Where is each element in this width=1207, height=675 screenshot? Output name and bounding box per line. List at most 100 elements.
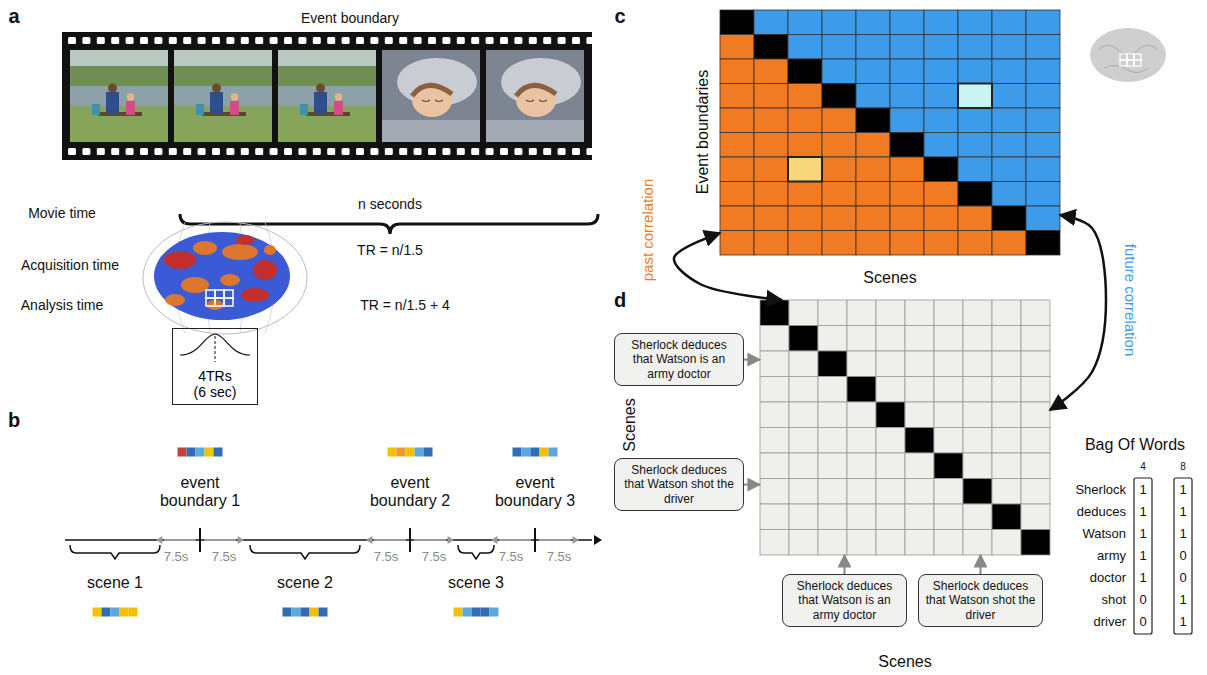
text-label: Watson (1082, 527, 1126, 542)
matrix-cell (992, 300, 1021, 326)
film-strip (62, 32, 592, 160)
matrix-cell (934, 351, 963, 377)
sprocket-hole (241, 148, 249, 155)
activation-blob (165, 294, 185, 306)
sprocket-hole (270, 37, 278, 44)
boundary-tick (199, 528, 201, 552)
sprocket-hole (414, 148, 422, 155)
park-frame (70, 50, 168, 142)
sprocket-hole (183, 37, 191, 44)
adult-head (108, 84, 117, 93)
child-head (231, 93, 239, 101)
matrix-cell (760, 504, 789, 530)
child2 (300, 104, 308, 115)
matrix-cell (720, 84, 754, 109)
matrix-cell (963, 351, 992, 377)
face (516, 83, 556, 117)
text-label: Analysis time (21, 297, 103, 313)
text-label: event boundary 3 (489, 474, 581, 511)
pattern-vector (388, 448, 433, 457)
matrix-cell (934, 377, 963, 403)
sprocket-hole (356, 37, 364, 44)
face (412, 83, 452, 117)
matrix-cell (847, 428, 876, 454)
matrix-cell (818, 402, 847, 428)
matrix-cell (818, 351, 847, 377)
matrix-cell (992, 108, 1026, 133)
sprocket-hole (442, 37, 450, 44)
baby-frame (382, 50, 480, 142)
sprocket-hole (255, 148, 263, 155)
vector-cell (397, 448, 406, 457)
vector-cell (214, 448, 223, 457)
sprocket-hole (586, 148, 594, 155)
pointer-arrow (744, 359, 760, 361)
scene-scene-matrix: ScenesScenes (760, 300, 1050, 555)
sprocket-hole (471, 37, 479, 44)
arrow-head (594, 535, 602, 545)
vector-value: 0 (1139, 593, 1146, 608)
bench (202, 112, 246, 116)
vector-cell (472, 608, 481, 617)
panel-letter: c (614, 5, 625, 28)
voxel-grid (206, 298, 215, 306)
sprocket-hole (126, 148, 134, 155)
text-label: 7.5s (499, 550, 524, 565)
adult (314, 92, 327, 114)
matrix-cell (992, 377, 1021, 403)
sprocket-hole (370, 148, 378, 155)
matrix-cell (963, 402, 992, 428)
vector-cell (187, 448, 196, 457)
matrix-cell (789, 479, 818, 505)
matrix-cell (890, 84, 924, 109)
matrix-cell (818, 326, 847, 352)
matrix-cell (1026, 35, 1060, 60)
matrix-cell (924, 108, 958, 133)
matrix-cell (1021, 300, 1050, 326)
matrix-cell (992, 157, 1026, 182)
child-head (127, 93, 135, 101)
matrix-cell (789, 453, 818, 479)
matrix-cell (934, 453, 963, 479)
child (126, 101, 135, 115)
matrix-cell (934, 300, 963, 326)
matrix-cell (788, 108, 822, 133)
matrix-cell (876, 504, 905, 530)
sprocket-hole (169, 37, 177, 44)
matrix-cell (847, 326, 876, 352)
matrix-cell (890, 157, 924, 182)
vector-value: 1 (1139, 483, 1146, 498)
matrix-cell (905, 453, 934, 479)
head-wireframe (143, 222, 307, 334)
text-label: TR = n/1.5 + 4 (360, 297, 450, 313)
sprocket-hole (385, 37, 393, 44)
activation-blob (236, 235, 254, 245)
scene-caption: Sherlock deduces that Watson shot the dr… (918, 574, 1043, 627)
matrix-cell (856, 231, 890, 256)
matrix-cell (905, 402, 934, 428)
text-label: 7.5s (212, 550, 237, 565)
matrix-cell (720, 35, 754, 60)
panel-letter: d (614, 289, 626, 312)
sprocket-hole (183, 148, 191, 155)
matrix-cell (760, 377, 789, 403)
sprocket-hole (212, 148, 220, 155)
matrix-cell (1021, 453, 1050, 479)
node-text: Sherlock deduces that Watson is an army … (789, 579, 900, 622)
panel-letter: b (8, 409, 20, 432)
sprocket-hole (572, 148, 580, 155)
matrix-cell (856, 182, 890, 207)
vector-value: 1 (1179, 615, 1186, 630)
vector-cell (388, 448, 397, 457)
vector-value: 0 (1179, 571, 1186, 586)
matrix-cell (754, 231, 788, 256)
vector-cell (310, 608, 319, 617)
adult (106, 92, 119, 114)
vector-cell (549, 448, 558, 457)
matrix-cell (876, 402, 905, 428)
matrix-cell (720, 133, 754, 158)
matrix-cell (1026, 133, 1060, 158)
matrix-cell (818, 479, 847, 505)
sprocket-hole (558, 37, 566, 44)
